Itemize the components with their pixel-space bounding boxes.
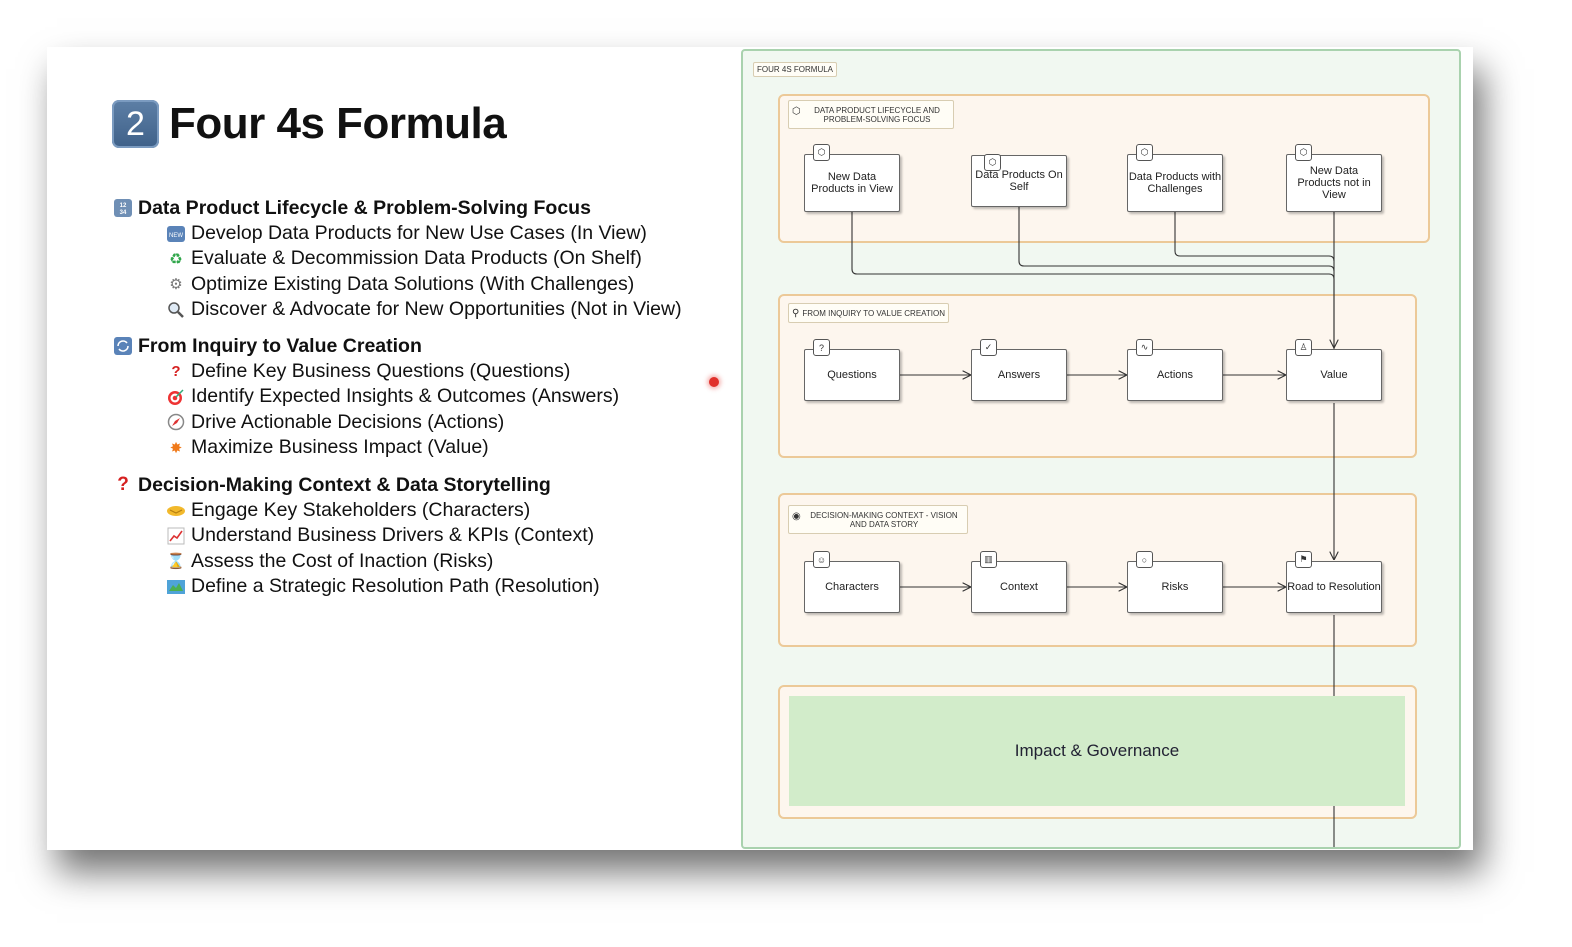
bullet-item: Discover & Advocate for New Opportunitie… xyxy=(165,297,682,322)
handshake-icon xyxy=(165,504,187,518)
flag-icon: ⚑ xyxy=(1295,551,1312,568)
section-heading: ? Decision-Making Context & Data Storyte… xyxy=(112,472,600,498)
bullet-text: Identify Expected Insights & Outcomes (A… xyxy=(191,385,620,408)
node-with-challenges: Data Products with Challenges xyxy=(1127,154,1223,212)
node-risks: Risks xyxy=(1127,561,1223,613)
bullet-text: Optimize Existing Data Solutions (With C… xyxy=(191,272,635,295)
cube-icon: ⬡ xyxy=(792,106,801,117)
laser-pointer-dot xyxy=(709,377,719,387)
number-badge: 2 xyxy=(112,100,159,148)
section-heading: From Inquiry to Value Creation xyxy=(112,333,619,359)
magnifier-icon: ⚲ xyxy=(792,307,800,319)
bullet-text: Understand Business Drivers & KPIs (Cont… xyxy=(191,524,595,547)
node-new-in-view: New Data Products in View xyxy=(804,154,900,212)
node-road-to-resolution: Road to Resolution xyxy=(1286,561,1382,613)
map-icon xyxy=(165,579,187,595)
eye-icon: ◉ xyxy=(792,511,801,522)
cube-icon: ⬡ xyxy=(1295,144,1312,161)
cube-icon: ⬡ xyxy=(984,154,1001,171)
help-circle-icon: ? xyxy=(813,339,830,356)
section-storytelling: ? Decision-Making Context & Data Storyte… xyxy=(112,472,600,599)
bullet-text: Define a Strategic Resolution Path (Reso… xyxy=(191,575,600,598)
bullet-text: Define Key Business Questions (Questions… xyxy=(191,360,571,383)
gear-icon: ⚙ xyxy=(169,276,183,294)
burst-icon: ✸ xyxy=(169,439,183,457)
bullet-text: Assess the Cost of Inaction (Risks) xyxy=(191,549,494,572)
magnifier-icon xyxy=(165,301,187,319)
title-row: 2 Four 4s Formula xyxy=(112,99,507,149)
bullet-text: Develop Data Products for New Use Cases … xyxy=(191,222,647,245)
impact-governance-box: Impact & Governance xyxy=(789,696,1405,806)
bullet-text: Engage Key Stakeholders (Characters) xyxy=(191,499,531,522)
bullet-item: Identify Expected Insights & Outcomes (A… xyxy=(165,384,619,409)
map-icon: ▥ xyxy=(980,551,997,568)
section-inquiry: From Inquiry to Value Creation ? Define … xyxy=(112,333,619,460)
node-questions: Questions xyxy=(804,349,900,401)
recycle-icon: ♻ xyxy=(169,250,183,268)
node-characters: Characters xyxy=(804,561,900,613)
compass-icon xyxy=(165,413,187,431)
cube-icon: ⬡ xyxy=(1136,144,1153,161)
check-circle-icon: ✓ xyxy=(980,339,997,356)
node-value: Value xyxy=(1286,349,1382,401)
cube-icon: ⬡ xyxy=(813,144,830,161)
bullet-item: ? Define Key Business Questions (Questio… xyxy=(165,359,619,384)
bullet-item: Drive Actionable Decisions (Actions) xyxy=(165,410,619,435)
slide-title: Four 4s Formula xyxy=(169,99,507,148)
question-mark-icon: ? xyxy=(117,474,129,495)
bullet-text: Discover & Advocate for New Opportunitie… xyxy=(191,298,682,321)
group-label: ◉ DECISION-MAKING CONTEXT - VISION AND D… xyxy=(788,505,968,534)
node-answers: Answers xyxy=(971,349,1067,401)
award-icon: ♙ xyxy=(1295,339,1312,356)
bullet-item: ✸ Maximize Business Impact (Value) xyxy=(165,435,619,460)
section-heading-text: Data Product Lifecycle & Problem-Solving… xyxy=(138,196,591,219)
target-icon xyxy=(165,388,187,406)
connectors xyxy=(851,206,1459,847)
diagram-frame: FOUR 4S FORMULA ⬡ DATA PRODUCT LIFECYCLE… xyxy=(741,49,1461,849)
users-icon: ☺ xyxy=(813,551,830,568)
group-label: ⬡ DATA PRODUCT LIFECYCLE AND PROBLEM-SOL… xyxy=(788,100,954,129)
bullet-item: ⚙ Optimize Existing Data Solutions (With… xyxy=(165,272,682,297)
node-context: Context xyxy=(971,561,1067,613)
bullet-item: Engage Key Stakeholders (Characters) xyxy=(165,498,600,523)
diagram-label: FOUR 4S FORMULA xyxy=(753,62,838,77)
group-label: ⚲ FROM INQUIRY TO VALUE CREATION xyxy=(788,303,950,323)
chart-increasing-icon xyxy=(165,527,187,545)
bullet-item: NEW Develop Data Products for New Use Ca… xyxy=(165,221,682,246)
bullet-item: Define a Strategic Resolution Path (Reso… xyxy=(165,574,600,599)
node-not-in-view: New Data Products not in View xyxy=(1286,154,1382,212)
bullet-text: Evaluate & Decommission Data Products (O… xyxy=(191,247,642,270)
bullet-item: ⌛ Assess the Cost of Inaction (Risks) xyxy=(165,549,600,574)
new-badge-icon: NEW xyxy=(165,225,187,243)
svg-text:12: 12 xyxy=(120,203,127,209)
section-heading-text: From Inquiry to Value Creation xyxy=(138,334,422,357)
activity-icon: ∿ xyxy=(1136,339,1153,356)
bullet-text: Drive Actionable Decisions (Actions) xyxy=(191,410,505,433)
bullet-item: ♻ Evaluate & Decommission Data Products … xyxy=(165,246,682,271)
hourglass-icon: ⌛ xyxy=(166,553,186,571)
section-heading-text: Decision-Making Context & Data Storytell… xyxy=(138,473,551,496)
refresh-arrows-icon xyxy=(112,335,134,357)
svg-text:34: 34 xyxy=(120,210,127,216)
node-actions: Actions xyxy=(1127,349,1223,401)
svg-text:NEW: NEW xyxy=(169,233,183,239)
question-mark-icon: ? xyxy=(171,363,181,381)
bullet-text: Maximize Business Impact (Value) xyxy=(191,436,489,459)
alert-circle-icon: ○ xyxy=(1136,551,1153,568)
bullet-item: Understand Business Drivers & KPIs (Cont… xyxy=(165,523,600,548)
